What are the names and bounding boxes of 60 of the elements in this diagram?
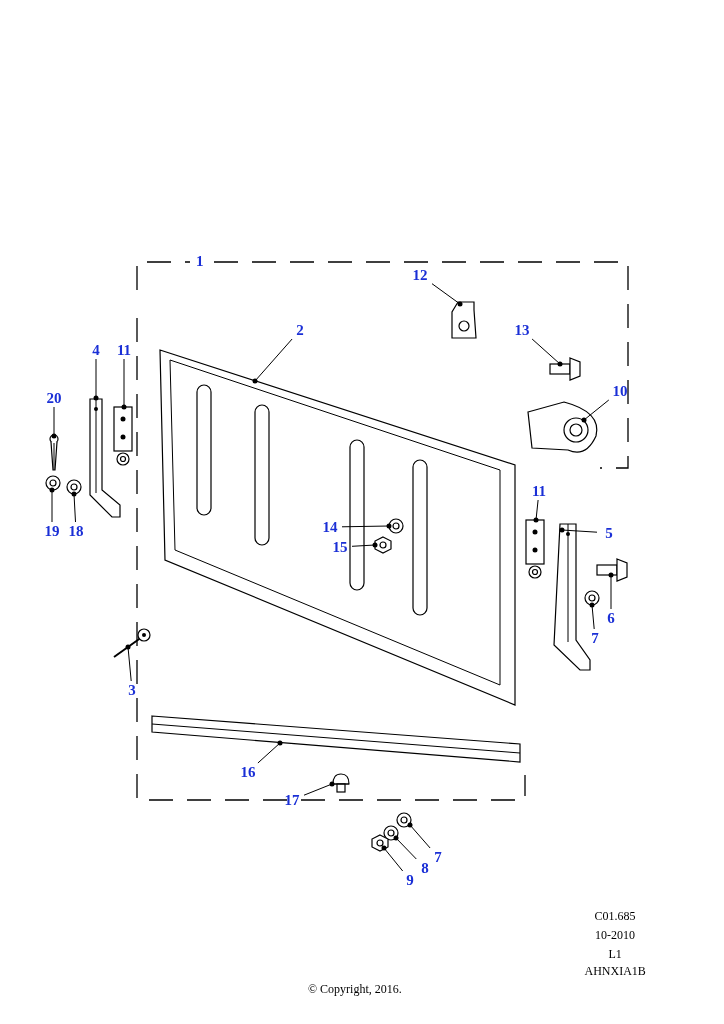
leader-line <box>407 822 431 849</box>
stay-drawing <box>86 395 124 520</box>
leader-line <box>381 845 404 872</box>
pin-drawing <box>112 625 152 659</box>
illustration-code: AHNXIA1B <box>584 963 646 979</box>
callout-number: 2 <box>288 321 312 339</box>
washer-drawing <box>584 590 600 606</box>
revision-code: L1 <box>608 946 622 962</box>
callout-number: 14 <box>318 518 342 536</box>
drawing-code: C01.685 <box>594 908 636 924</box>
washer-drawing <box>396 812 412 828</box>
leader-line <box>71 491 77 523</box>
leader-line <box>125 644 132 682</box>
washer-drawing <box>66 479 82 495</box>
washer-drawing <box>45 475 61 491</box>
leader-line <box>341 523 392 529</box>
callout-number: 16 <box>236 763 260 781</box>
leader-line <box>121 358 127 410</box>
callout-number: 12 <box>408 266 432 284</box>
callout-number: 11 <box>112 341 136 359</box>
leader-line <box>581 399 610 423</box>
callout-number: 10 <box>608 382 632 400</box>
rubber-strip-drawing <box>150 714 522 766</box>
leader-line <box>559 527 598 533</box>
bracket-drawing <box>448 300 478 342</box>
bracket-drawing <box>524 518 548 580</box>
leader-line <box>608 572 614 610</box>
split-pin-drawing <box>47 434 61 472</box>
callout-number: 5 <box>597 524 621 542</box>
copyright-notice: © Copyright, 2016. <box>308 981 402 997</box>
callout-number: 3 <box>120 681 144 699</box>
leader-line <box>93 358 99 401</box>
stay-drawing <box>550 520 592 672</box>
callout-number: 7 <box>583 629 607 647</box>
leader-line <box>257 740 283 764</box>
leader-line <box>531 338 563 367</box>
date-code: 10-2010 <box>595 927 635 943</box>
leader-line <box>533 499 539 523</box>
washer-drawing <box>388 518 404 534</box>
callout-number: 19 <box>40 522 64 540</box>
leader-line <box>589 602 595 630</box>
leader-line <box>431 283 463 307</box>
callout-number: 17 <box>280 791 304 809</box>
leader-line <box>252 338 293 384</box>
nut-drawing <box>371 834 389 852</box>
leader-line <box>49 487 55 523</box>
bracket-drawing <box>112 405 136 467</box>
callout-number: 18 <box>64 522 88 540</box>
leader-line <box>303 781 335 796</box>
nut-drawing <box>374 536 392 554</box>
callout-number: 4 <box>84 341 108 359</box>
callout-number: 13 <box>510 321 534 339</box>
leader-line <box>393 835 417 860</box>
callout-number: 6 <box>599 609 623 627</box>
leader-line <box>51 406 57 439</box>
buffer-drawing <box>330 772 352 794</box>
leader-line <box>351 542 378 548</box>
callout-number: 11 <box>527 482 551 500</box>
callout-number: 20 <box>42 389 66 407</box>
callout-number: 15 <box>328 538 352 556</box>
